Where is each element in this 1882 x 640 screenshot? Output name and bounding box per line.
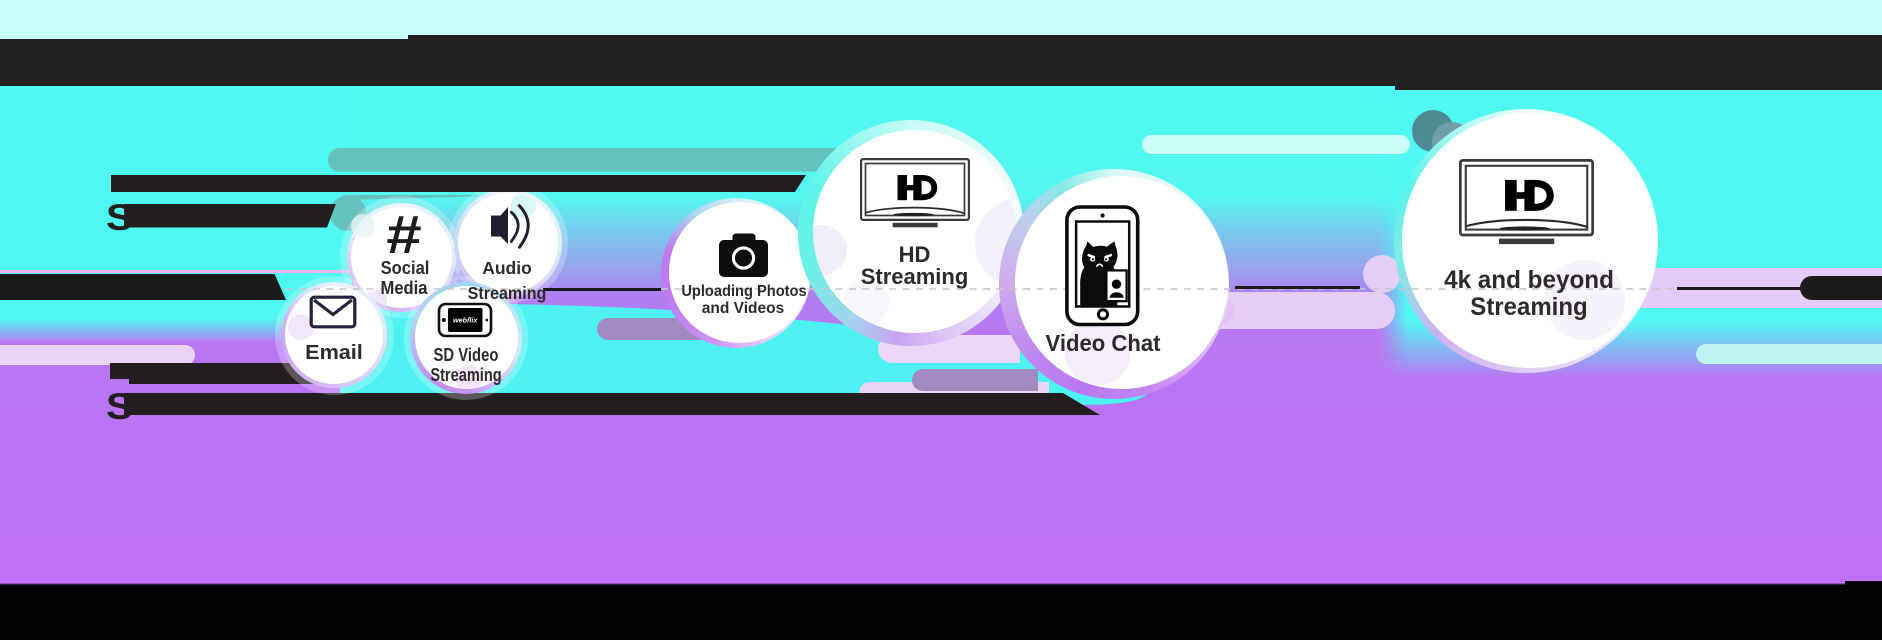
svg-text:webflix: webflix bbox=[453, 316, 478, 325]
